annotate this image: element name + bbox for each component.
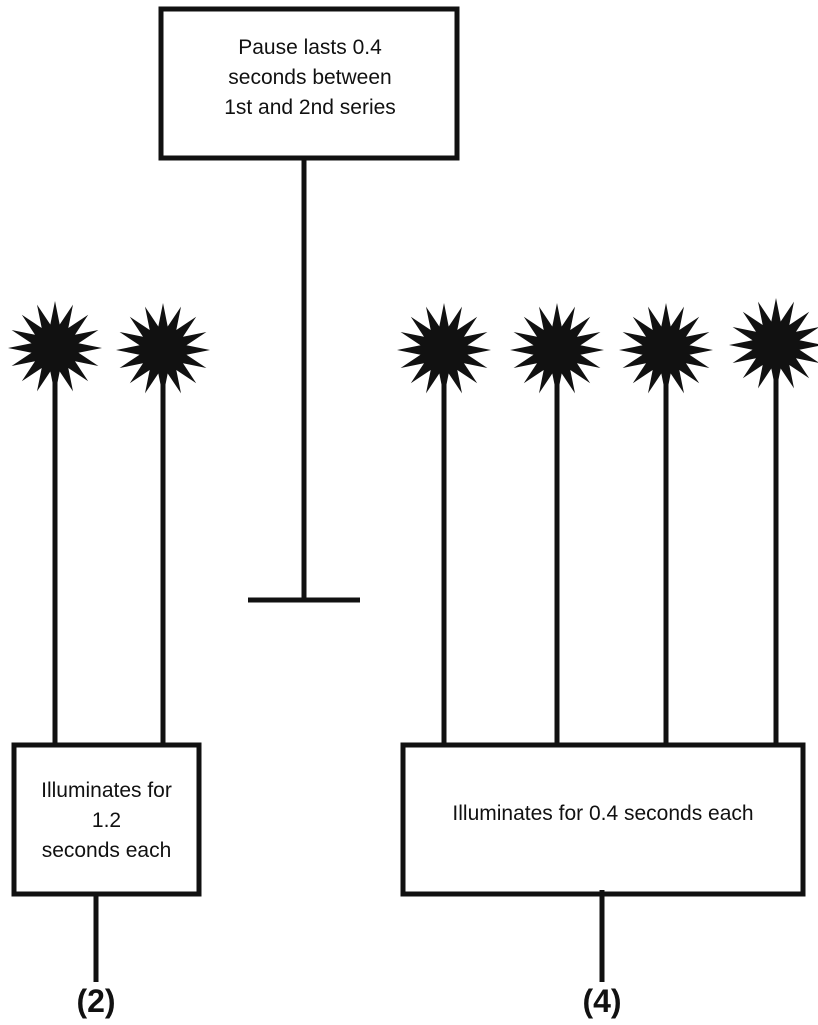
first-series-text-line-3: seconds each — [41, 838, 172, 862]
first-series-box — [11, 742, 202, 897]
second-series-box — [400, 742, 806, 897]
starburst-icon — [116, 303, 210, 397]
first-series-count-label: (2) — [76, 983, 116, 1019]
second-series-text-line-1: Illuminates for 0.4 seconds each — [452, 802, 754, 825]
starburst-icon — [619, 303, 713, 397]
second-series-count-label: (4) — [582, 983, 622, 1019]
pause-text-line-2: seconds between — [228, 65, 392, 89]
pause-text-line-1: Pause lasts 0.4 — [238, 35, 382, 59]
pause-text-line-3: 1st and 2nd series — [224, 95, 396, 119]
second-series-box-text: Illuminates for 0.4 seconds each — [403, 745, 803, 883]
starburst-icon — [397, 303, 491, 397]
starburst-icon — [8, 301, 102, 395]
first-series-text-line-1: Illuminates for — [41, 778, 172, 802]
pause-box-text: Pause lasts 0.4 seconds between 1st and … — [165, 30, 455, 125]
first-series-text-line-2: 1.2 — [91, 808, 122, 832]
pause-box — [158, 6, 460, 161]
first-series-box-text: Illuminates for 1.2 seconds each — [14, 753, 199, 888]
starburst-icon — [510, 303, 604, 397]
starburst-icon — [729, 298, 818, 392]
